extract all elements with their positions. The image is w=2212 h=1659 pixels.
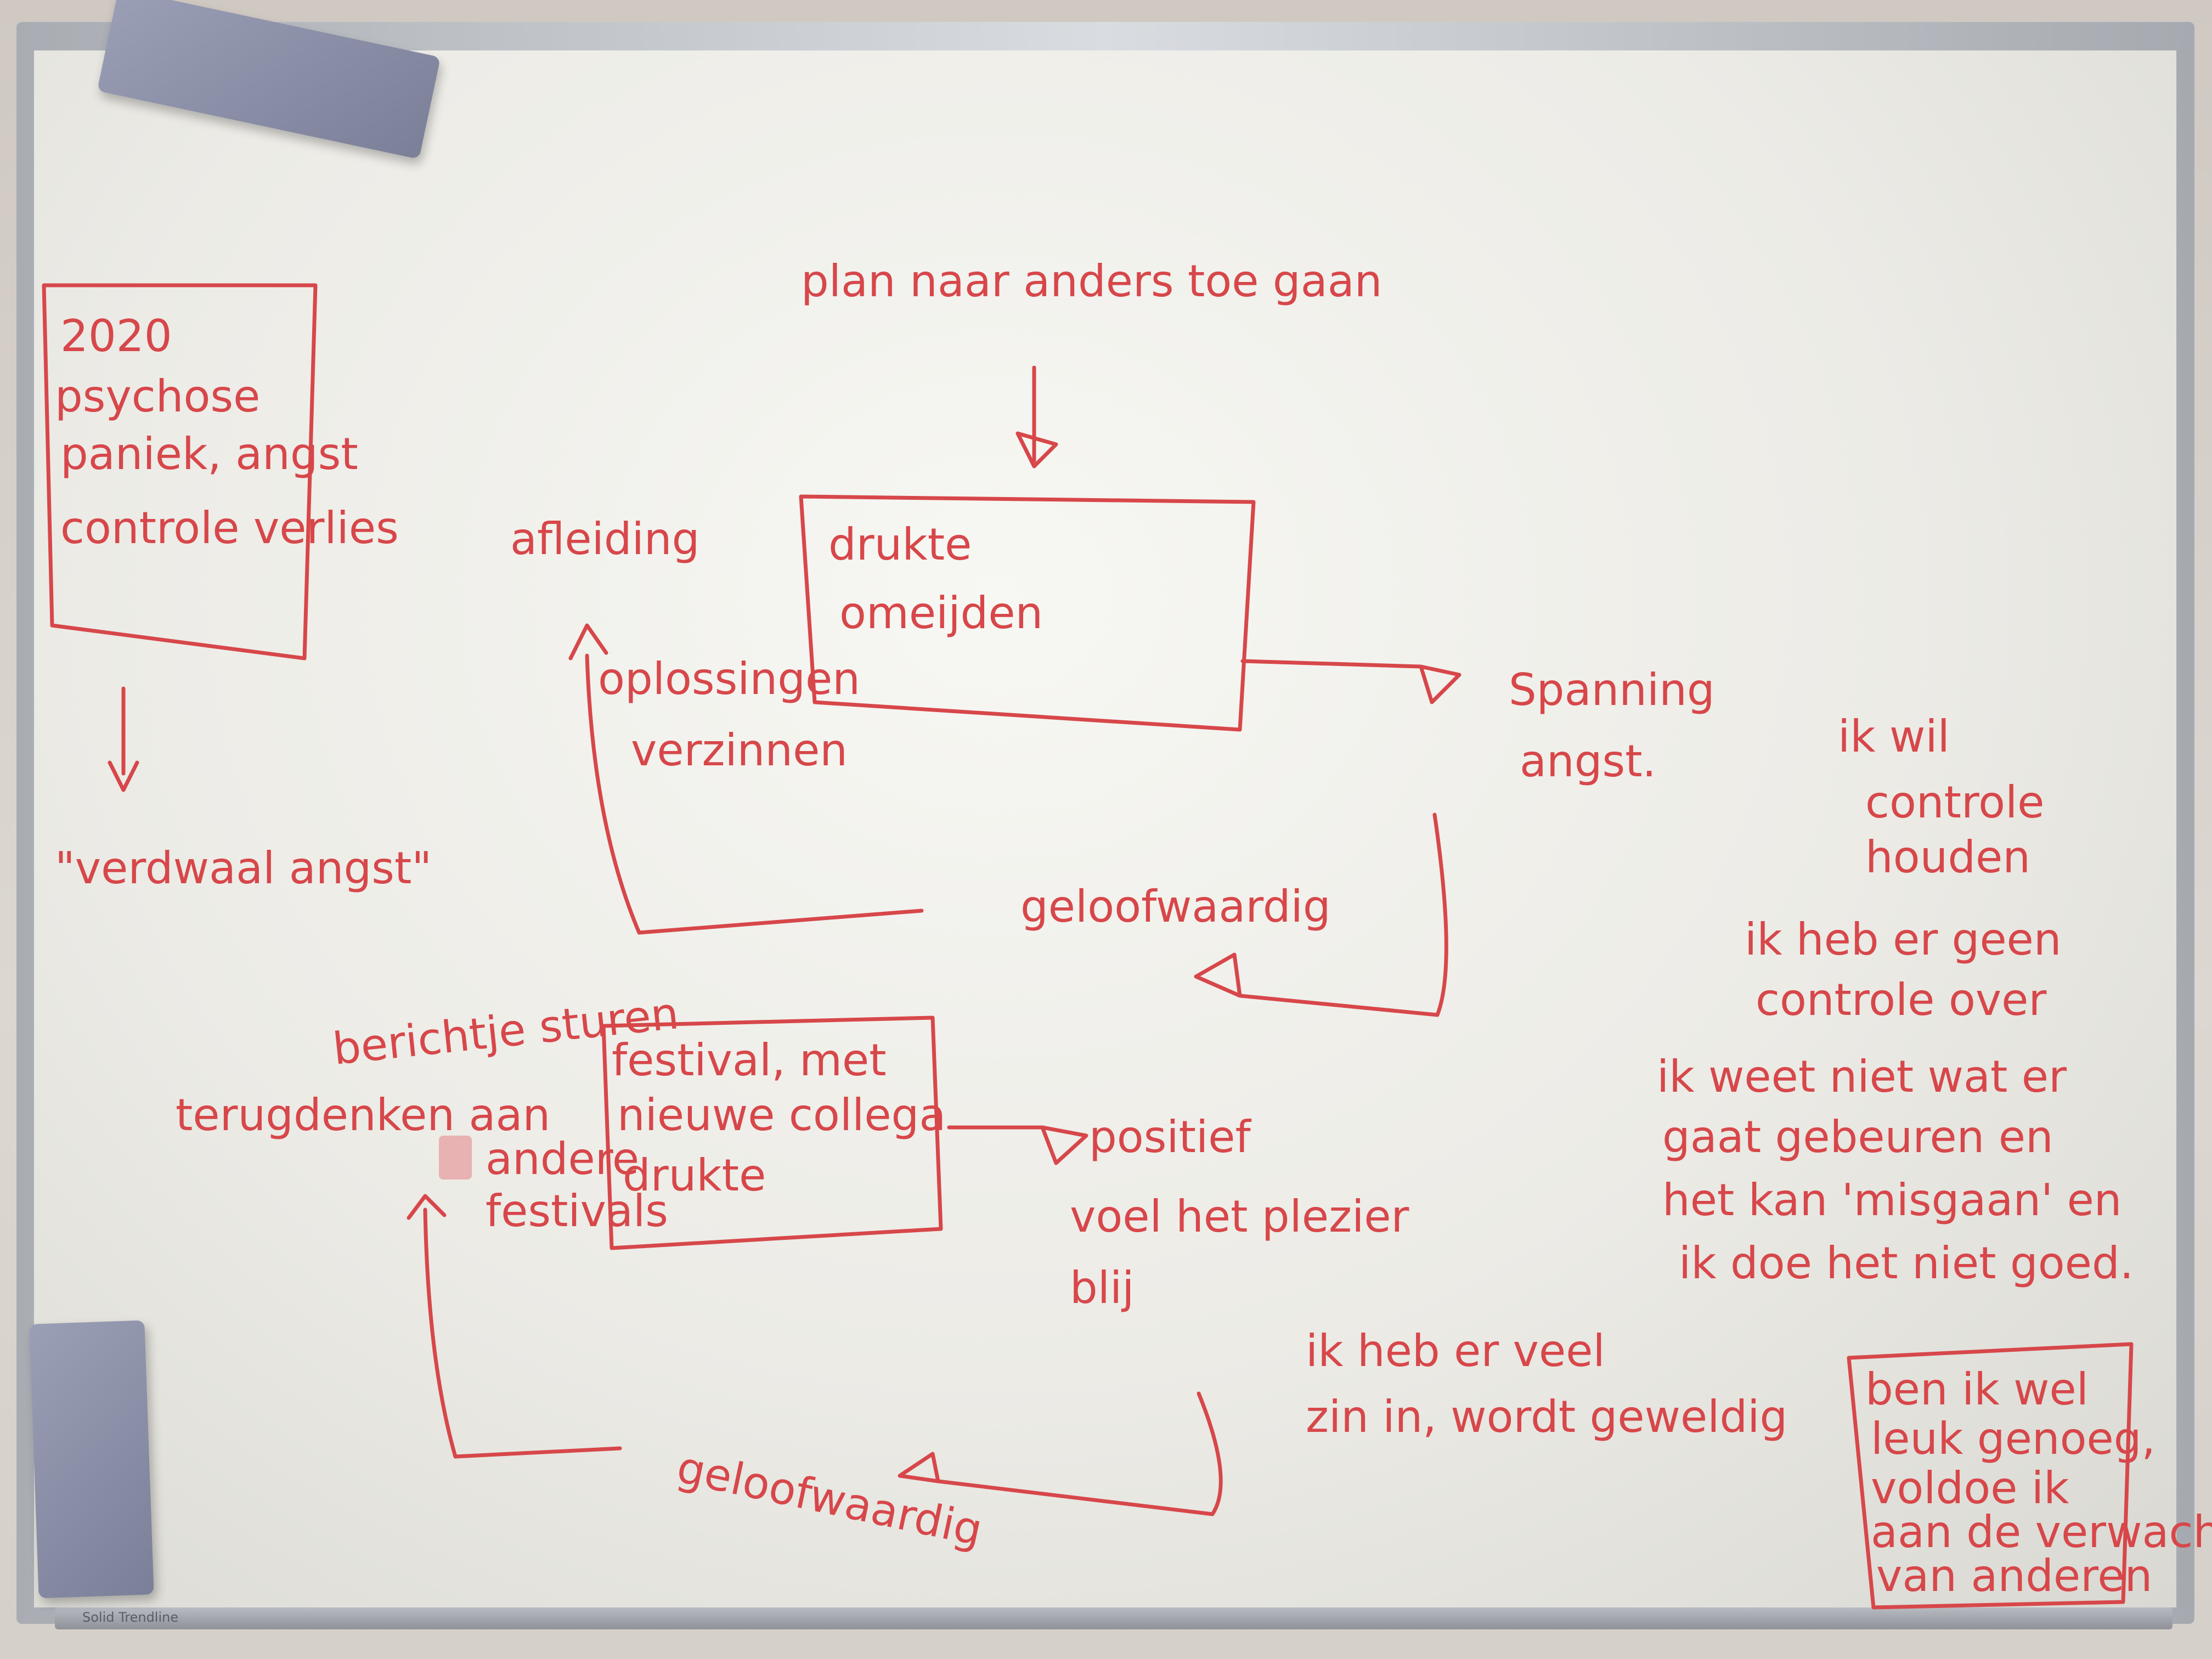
label-geloofwaardig-bottom: geloofwaardig bbox=[673, 1442, 987, 1556]
center-box bbox=[799, 494, 1256, 732]
label-festivals: festivals bbox=[486, 1186, 668, 1237]
label-positief: positief bbox=[1089, 1111, 1251, 1163]
label-geloofwaardig-top: geloofwaardig bbox=[1020, 881, 1331, 932]
box-top-left bbox=[42, 283, 318, 661]
box-bottom-right bbox=[1847, 1342, 2134, 1610]
box-top-left-line-1: 2020 bbox=[60, 311, 172, 362]
note-weet-niet-2: gaat gebeuren en bbox=[1662, 1111, 2053, 1163]
note-weet-niet-3: het kan 'misgaan' en bbox=[1662, 1175, 2122, 1226]
box-bottom-right-line-3: voldoe ik bbox=[1871, 1463, 2069, 1514]
note-controle: controle bbox=[1865, 777, 2045, 828]
label-spanning: Spanning bbox=[1509, 664, 1715, 715]
title-arrow-down bbox=[1015, 365, 1058, 469]
note-geen-controle-2: controle over bbox=[1756, 974, 2046, 1025]
box-bottom-right-line-5: van anderen bbox=[1876, 1550, 2152, 1601]
note-weet-niet-4: ik doe het niet goed. bbox=[1679, 1238, 2134, 1289]
arrow-down-left bbox=[108, 686, 139, 792]
tray-brand-label: Solid Trendline bbox=[82, 1610, 179, 1625]
note-geen-controle-1: ik heb er geen bbox=[1745, 914, 2062, 965]
arrow-right-positief bbox=[947, 1125, 1088, 1165]
label-plezier: voel het plezier bbox=[1070, 1191, 1409, 1242]
label-oplossingen: oplossingen bbox=[598, 653, 860, 704]
note-weet-niet-1: ik weet niet wat er bbox=[1657, 1051, 2067, 1102]
note-houden: houden bbox=[1865, 832, 2030, 883]
label-terugdenken: terugdenken aan bbox=[176, 1090, 550, 1141]
center-box-line-2: omeijden bbox=[839, 588, 1043, 639]
label-andere: andere bbox=[486, 1133, 639, 1184]
arrow-right-spanning bbox=[1240, 659, 1462, 704]
whiteboard-surface bbox=[34, 50, 2176, 1607]
festival-box bbox=[601, 1015, 943, 1250]
box-top-left-line-4: controle verlies bbox=[60, 503, 399, 554]
label-verzinnen: verzinnen bbox=[631, 725, 848, 776]
loop-bottom-left bbox=[407, 1194, 622, 1459]
loop-top-left bbox=[568, 623, 924, 935]
box-bottom-right-line-1: ben ik wel bbox=[1865, 1364, 2089, 1415]
label-zin-in-2: zin in, wordt geweldig bbox=[1306, 1391, 1787, 1442]
label-afleiding: afleiding bbox=[510, 514, 699, 565]
box-bottom-right-line-4: aan de verwachting bbox=[1871, 1506, 2212, 1558]
smudge-mark bbox=[439, 1136, 472, 1180]
label-blij: blij bbox=[1070, 1262, 1134, 1313]
marker-tray bbox=[55, 1607, 2172, 1629]
box-top-left-line-2: psychose bbox=[55, 371, 260, 422]
quote-verdwaalangst: "verdwaal angst" bbox=[55, 843, 432, 894]
board-title: plan naar anders toe gaan bbox=[801, 256, 1382, 307]
loop-top-right bbox=[1194, 812, 1448, 1017]
note-ik-wil: ik wil bbox=[1838, 711, 1950, 762]
box-bottom-right-line-2: leuk genoeg, bbox=[1871, 1413, 2155, 1464]
festival-box-line-3: drukte bbox=[623, 1150, 766, 1201]
label-zin-in-1: ik heb er veel bbox=[1306, 1325, 1605, 1376]
label-angst: angst. bbox=[1520, 736, 1656, 787]
festival-box-line-2: nieuwe collega bbox=[617, 1090, 946, 1141]
box-top-left-line-3: paniek, angst bbox=[60, 428, 358, 479]
loop-bottom-right bbox=[898, 1391, 1223, 1516]
festival-box-line-1: festival, met bbox=[612, 1035, 887, 1086]
center-box-line-1: drukte bbox=[828, 519, 972, 570]
